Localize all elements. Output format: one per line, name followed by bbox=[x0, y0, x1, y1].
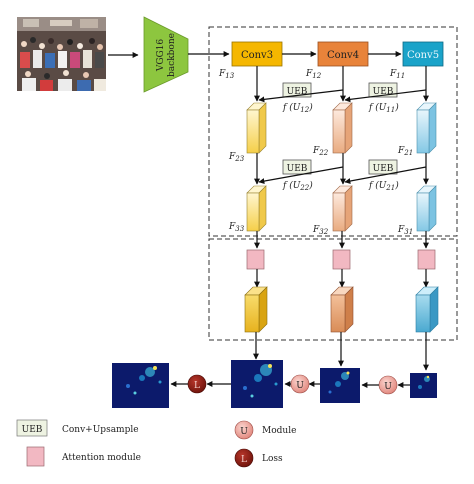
label-f33: F33 bbox=[228, 222, 245, 233]
legend-loss-text: Loss bbox=[262, 454, 283, 464]
legend-ueb-text: Conv+Upsample bbox=[62, 425, 139, 435]
legend-loss: L Loss bbox=[234, 448, 283, 468]
conv5-label: Conv5 bbox=[407, 50, 439, 61]
legend-attention-text: Attention module bbox=[61, 453, 141, 463]
conv3-label: Conv3 bbox=[241, 50, 273, 61]
ueb-block-u22: UEB bbox=[282, 159, 312, 175]
attention-cube-blue bbox=[415, 286, 439, 333]
svg-text:UEB: UEB bbox=[373, 87, 394, 97]
legend-ueb: UEB Conv+Upsample bbox=[16, 419, 139, 437]
attention-module-1 bbox=[246, 249, 265, 270]
legend-module-text: Module bbox=[262, 426, 296, 436]
svg-text:U: U bbox=[296, 381, 304, 391]
label-f31: F31 bbox=[397, 225, 413, 236]
attention-cube-yellow bbox=[244, 286, 268, 333]
ueb-block-u11: UEB bbox=[368, 82, 398, 98]
arrow-ueb-u22 bbox=[258, 166, 344, 185]
feature-cube-f32 bbox=[332, 185, 353, 232]
backbone-label-line2: backbone bbox=[167, 33, 177, 77]
arrow-ueb-u12 bbox=[258, 89, 344, 103]
feature-cube-f23 bbox=[246, 102, 267, 154]
attention-module-3 bbox=[417, 249, 436, 270]
svg-text:L: L bbox=[194, 381, 200, 391]
input-crowd-image bbox=[17, 17, 106, 91]
svg-text:L: L bbox=[241, 455, 247, 465]
attention-module-2 bbox=[332, 249, 351, 270]
conv3-block: Conv3 bbox=[231, 41, 283, 67]
density-map-scale2 bbox=[320, 368, 360, 403]
arrow-ueb-u21 bbox=[344, 166, 427, 184]
density-map-scale3 bbox=[410, 373, 437, 398]
vgg16-backbone: VGG16 backbone bbox=[143, 16, 189, 93]
label-f23: F23 bbox=[228, 152, 245, 163]
attention-stage-frame bbox=[208, 238, 458, 341]
label-f-u11: f (U11) bbox=[368, 102, 399, 114]
conv4-label: Conv4 bbox=[327, 50, 359, 61]
density-map-scale1 bbox=[231, 360, 283, 408]
label-f-u21: f (U21) bbox=[368, 180, 399, 192]
svg-text:UEB: UEB bbox=[287, 87, 308, 97]
feature-cube-f21 bbox=[416, 102, 437, 154]
label-f-u22: f (U22) bbox=[282, 180, 313, 192]
legend: UEB Conv+Upsample Attention module U Mod… bbox=[16, 419, 296, 468]
arrow-ueb-u11 bbox=[344, 89, 427, 103]
module-u-1: U bbox=[290, 374, 310, 394]
loss-node: L bbox=[187, 374, 207, 394]
svg-text:UEB: UEB bbox=[373, 164, 394, 174]
label-f12: F12 bbox=[305, 69, 322, 80]
feature-cube-f33 bbox=[246, 185, 267, 232]
label-f-u12: f (U12) bbox=[282, 102, 313, 114]
svg-text:U: U bbox=[384, 382, 392, 392]
module-u-2: U bbox=[378, 375, 398, 395]
backbone-label-line1: VGG16 bbox=[156, 39, 166, 73]
feature-cube-f31 bbox=[416, 185, 437, 232]
svg-text:UEB: UEB bbox=[22, 425, 43, 435]
svg-text:U: U bbox=[240, 427, 248, 437]
conv4-block: Conv4 bbox=[317, 41, 369, 67]
attention-cube-orange bbox=[330, 286, 354, 333]
legend-attention: Attention module bbox=[26, 446, 141, 467]
feature-cube-f22 bbox=[332, 102, 353, 154]
ueb-block-u12: UEB bbox=[282, 82, 312, 98]
label-f32: F32 bbox=[312, 225, 329, 236]
conv5-block: Conv5 bbox=[402, 41, 444, 67]
label-f13: F13 bbox=[218, 69, 235, 80]
label-f11: F11 bbox=[389, 69, 405, 80]
label-f22: F22 bbox=[312, 146, 329, 157]
density-map-final bbox=[112, 363, 169, 408]
ueb-stage-frame bbox=[208, 26, 458, 237]
label-f21: F21 bbox=[397, 146, 413, 157]
ueb-block-u21: UEB bbox=[368, 159, 398, 175]
svg-text:UEB: UEB bbox=[287, 164, 308, 174]
legend-module: U Module bbox=[234, 420, 296, 440]
